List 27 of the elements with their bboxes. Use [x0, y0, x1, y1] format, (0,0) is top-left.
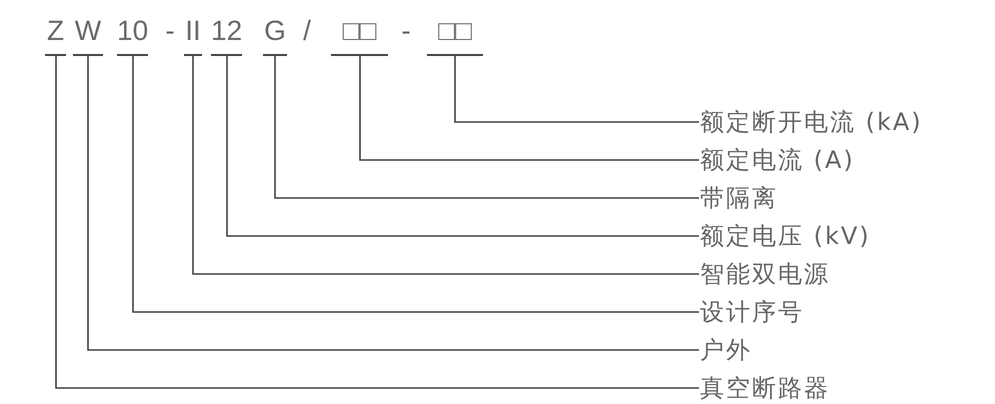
description-text: 额定电流 (A) — [700, 145, 855, 175]
code-segment: II — [184, 16, 202, 56]
description-text: 带隔离 — [700, 183, 778, 213]
leader-line — [226, 56, 699, 237]
leader-line — [454, 56, 699, 123]
separator-text: - — [400, 16, 412, 46]
code-segment: 12 — [211, 16, 242, 56]
code-segment: G — [263, 16, 287, 56]
code-segment: □□ — [331, 16, 388, 56]
leader-line — [359, 56, 699, 161]
code-segment: Z — [45, 16, 66, 56]
description-text: 户外 — [700, 335, 752, 365]
separator-text: / — [302, 16, 312, 46]
description-text: 额定断开电流 (kA) — [700, 107, 923, 137]
description-text: 智能双电源 — [700, 259, 830, 289]
description-text: 设计序号 — [700, 297, 804, 327]
code-segment: 10 — [117, 16, 148, 56]
leader-line — [192, 56, 699, 275]
leader-line — [132, 56, 699, 313]
code-segment: W — [73, 16, 103, 56]
leader-line — [274, 56, 699, 199]
separator-text: - — [164, 16, 176, 46]
leader-line — [87, 56, 699, 351]
description-text: 额定电压 (kV) — [700, 221, 871, 251]
description-text: 真空断路器 — [700, 373, 830, 403]
leader-line — [55, 56, 699, 389]
code-segment: □□ — [427, 16, 483, 56]
